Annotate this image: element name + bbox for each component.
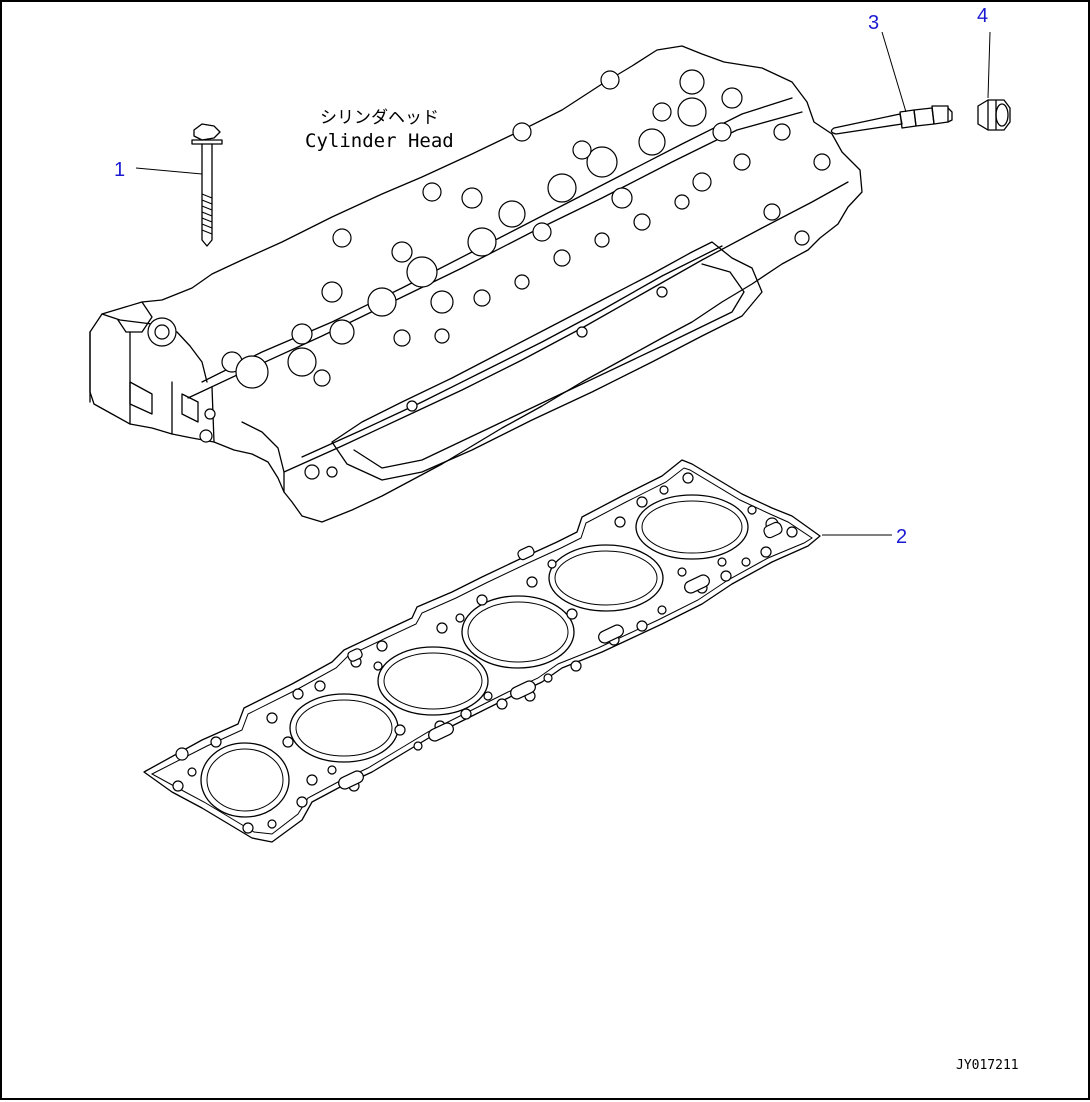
callout-number-4: 4: [977, 5, 988, 27]
plug-drawing: [977, 99, 1011, 131]
callout-number-1: 1: [114, 159, 125, 181]
drawing-id: JY017211: [956, 1058, 1019, 1073]
cylinder-head-drawing: [89, 45, 863, 523]
callout-number-3: 3: [868, 12, 879, 34]
part-label-english: Cylinder Head: [305, 130, 454, 152]
bolt-drawing: [191, 123, 223, 247]
part-label-japanese: シリンダヘッド: [320, 108, 439, 128]
gasket-drawing: [143, 459, 821, 843]
leader-lines: [135, 31, 991, 536]
callout-number-2: 2: [896, 526, 907, 548]
tube-drawing: [830, 105, 953, 135]
